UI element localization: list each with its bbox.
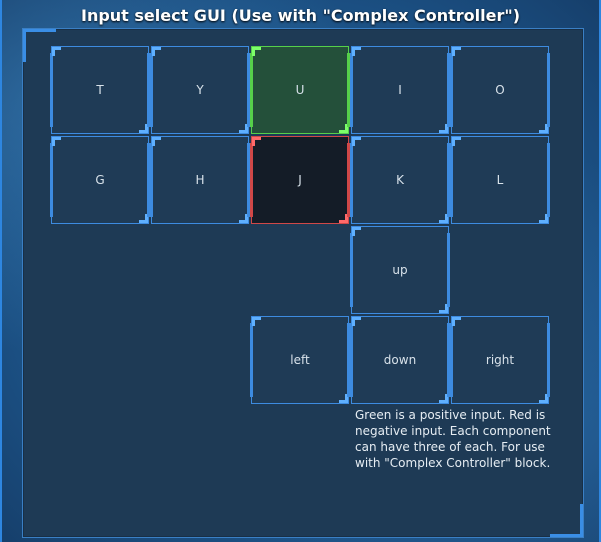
key-label: left — [290, 353, 310, 367]
key-corner — [452, 47, 461, 56]
key-corner — [539, 394, 548, 403]
key-corner — [439, 304, 448, 313]
key-corner — [439, 214, 448, 223]
key-corner — [239, 124, 248, 133]
key-corner — [439, 394, 448, 403]
key-label: I — [398, 83, 402, 97]
key-label: H — [195, 173, 205, 187]
key-k[interactable]: K — [350, 136, 450, 224]
key-left[interactable]: left — [250, 316, 350, 404]
key-t[interactable]: T — [50, 46, 150, 134]
key-corner — [539, 124, 548, 133]
key-down[interactable]: down — [350, 316, 450, 404]
panel-corner-top-left — [23, 29, 56, 62]
key-y[interactable]: Y — [150, 46, 250, 134]
key-label: O — [495, 83, 505, 97]
key-corner — [52, 137, 61, 146]
key-label: L — [496, 173, 504, 187]
key-label: G — [95, 173, 105, 187]
key-corner — [152, 47, 161, 56]
key-corner — [452, 137, 461, 146]
key-o[interactable]: O — [450, 46, 550, 134]
key-corner — [239, 214, 248, 223]
key-label: J — [298, 173, 302, 187]
key-corner — [352, 317, 361, 326]
key-corner — [252, 47, 261, 56]
panel-corner-bottom-right — [550, 504, 583, 537]
key-g[interactable]: G — [50, 136, 150, 224]
key-corner — [352, 137, 361, 146]
key-corner — [539, 214, 548, 223]
key-u[interactable]: U — [250, 46, 350, 134]
key-corner — [452, 317, 461, 326]
key-up[interactable]: up — [350, 226, 450, 314]
key-h[interactable]: H — [150, 136, 250, 224]
key-corner — [352, 227, 361, 236]
key-corner — [439, 124, 448, 133]
key-corner — [339, 124, 348, 133]
key-right[interactable]: right — [450, 316, 550, 404]
key-label: up — [392, 263, 408, 277]
key-label: T — [96, 83, 104, 97]
key-corner — [252, 317, 261, 326]
key-label: U — [295, 83, 305, 97]
key-l[interactable]: L — [450, 136, 550, 224]
key-corner — [352, 47, 361, 56]
key-corner — [252, 137, 261, 146]
key-label: right — [485, 353, 515, 367]
key-j[interactable]: J — [250, 136, 350, 224]
left-edge-line — [0, 0, 2, 542]
key-label: down — [383, 353, 417, 367]
key-i[interactable]: I — [350, 46, 450, 134]
window-title: Input select GUI (Use with "Complex Cont… — [80, 6, 521, 25]
key-corner — [139, 214, 148, 223]
key-corner — [339, 394, 348, 403]
key-corner — [152, 137, 161, 146]
key-label: Y — [196, 83, 204, 97]
instructions-note: Green is a positive input. Red is negati… — [355, 408, 551, 470]
key-corner — [339, 214, 348, 223]
right-edge-line — [599, 0, 601, 542]
key-corner — [139, 124, 148, 133]
key-label: K — [396, 173, 404, 187]
key-corner — [52, 47, 61, 56]
